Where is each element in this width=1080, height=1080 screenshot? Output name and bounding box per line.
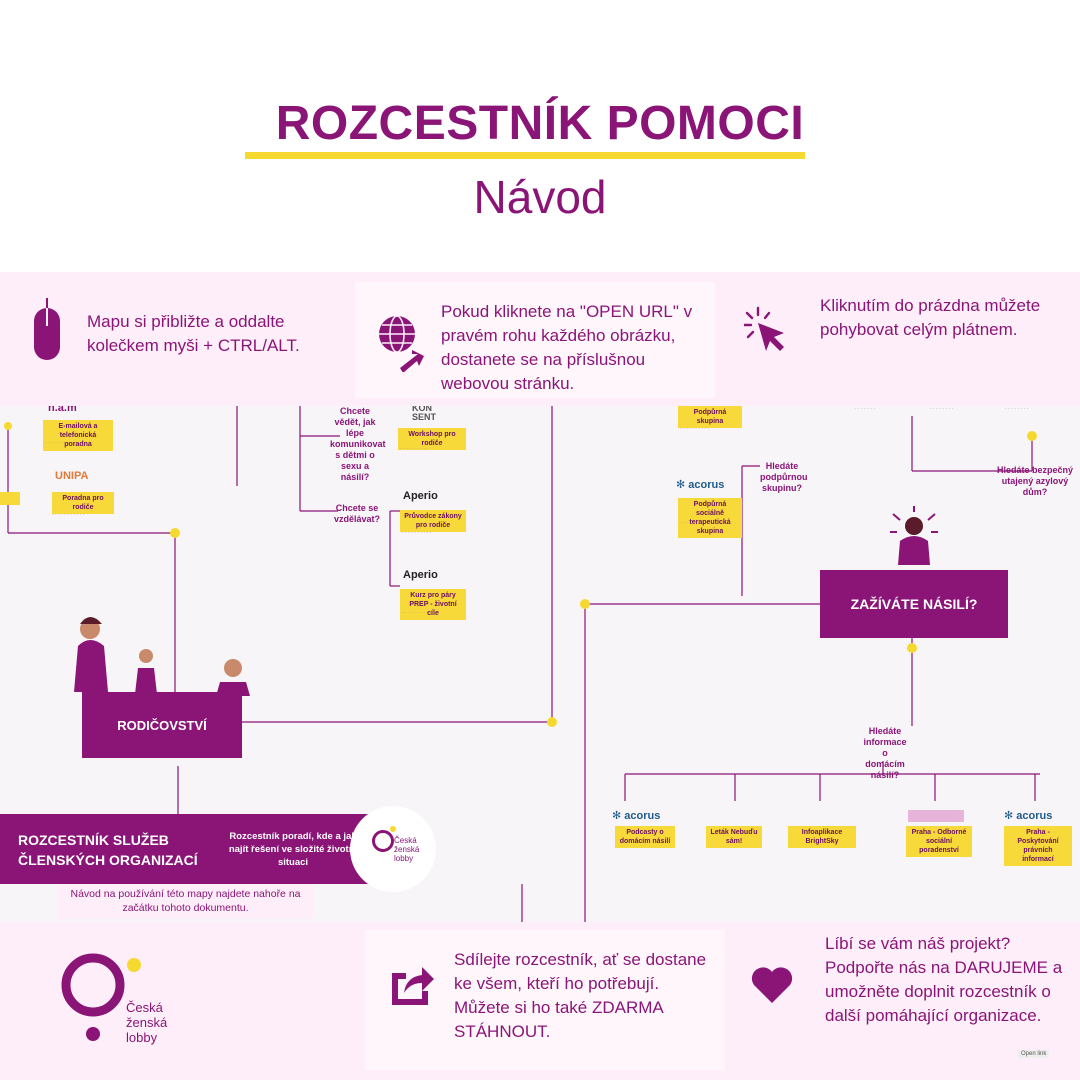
shelter-desc-1: · · · · · · · — [855, 406, 875, 412]
therapy-group-label[interactable]: Podpůrná sociálně terapeutická skupina — [678, 498, 742, 538]
page-title: ROZCESTNÍK POMOCI — [275, 97, 805, 150]
phone-counseling-desc: · · · · · · · · · · · · — [46, 440, 82, 446]
czl-badge-text: Česká ženská lobby — [394, 836, 420, 863]
therapy-group-desc: · · · · · · · · · · — [680, 520, 710, 526]
tip-zoom: Mapu si přibližte a oddalte kolečkem myš… — [87, 312, 300, 355]
shelter-desc-3: · · · · · · · · — [1005, 406, 1029, 412]
violence-node[interactable]: ZAŽÍVÁTE NÁSILÍ? — [820, 570, 1008, 638]
czl-dot — [390, 826, 396, 832]
banner-desc: Rozcestník poradí, kde a jak najít řešen… — [228, 831, 358, 868]
cursor-click-icon — [742, 306, 794, 352]
aperio-logo-2: Aperio — [403, 569, 438, 581]
support-group-label[interactable]: Podpůrná skupina — [678, 406, 742, 428]
czl-logo: Česká ženská lobby — [60, 952, 180, 1046]
workshop-label[interactable]: Workshop pro rodiče — [398, 428, 466, 450]
open-link-button[interactable]: Open link — [1018, 1050, 1050, 1058]
acorus-logo-top: ✻ acorus — [676, 479, 725, 491]
mouse-icon — [32, 298, 62, 362]
guide-desc: · · · · · · · · · · — [402, 530, 432, 536]
page-subtitle: Návod — [473, 171, 607, 223]
services-banner — [0, 814, 368, 884]
heart-icon[interactable] — [750, 965, 794, 1005]
banner-note: Návod na používání této mapy najdete nah… — [58, 884, 313, 919]
shelter-desc-2: · · · · · · · · — [930, 406, 954, 412]
unipa-logo: UNIPA — [55, 470, 89, 482]
phone-counseling-label[interactable]: E-mailová a telefonická poradna — [43, 420, 113, 451]
konsent-logo: KON SENT — [412, 406, 437, 422]
brightsky-label[interactable]: Infoaplikace BrightSky — [788, 826, 856, 848]
letak-label[interactable]: Leták Nebuďu sám! — [706, 826, 762, 848]
map-connectors — [4, 406, 1040, 923]
course-label[interactable]: Kurz pro páry PREP - životní cíle — [400, 589, 466, 620]
praha2-label[interactable]: Praha - Poskytování právních informací — [1004, 826, 1072, 866]
acorus-logo-2: ✻ acorus — [1004, 810, 1053, 822]
donate-text: Líbí se vám náš projekt? Podpořte nás na… — [825, 934, 1063, 1025]
family-counseling-label[interactable]: Poradna pro rodiče — [52, 492, 114, 514]
workshop-desc: · · · · · · · · · · — [400, 446, 430, 452]
question-info: Hledáte informace o domácím násilí? — [863, 726, 907, 780]
tip-open-url: Pokud kliknete na "OPEN URL" v pravém ro… — [441, 302, 693, 393]
violence-illustration — [890, 506, 938, 565]
parents-illustration — [74, 617, 250, 696]
offscreen-label[interactable] — [0, 492, 20, 505]
question-support-group: Hledáte podpůrnou skupinu? — [760, 461, 808, 493]
question-educate: Chcete se vzdělávat? — [334, 503, 381, 524]
praha1-label[interactable]: Praha - Odborné sociální poradenství — [906, 826, 972, 857]
tip-pan: Kliknutím do prázdna můžete pohybovat ce… — [820, 296, 1041, 339]
praha1-logo — [908, 810, 964, 822]
guide-label[interactable]: Průvodce zákony pro rodiče — [400, 510, 466, 532]
question-shelter: Hledáte bezpečný utajený azylový dům? — [996, 465, 1074, 497]
title-underline — [245, 152, 805, 159]
globe-icon — [378, 314, 426, 373]
course-desc: · · · · · · · · · — [402, 610, 429, 616]
nam-logo: n.a.m — [48, 406, 77, 414]
support-group-desc: · · · · · · · · · · — [680, 426, 710, 432]
czl-badge: Česká ženská lobby — [350, 806, 436, 892]
banner-title: ROZCESTNÍK SLUŽEB ČLENSKÝCH ORGANIZACÍ — [18, 832, 198, 868]
tips-band-center — [355, 282, 715, 398]
parenting-node[interactable]: RODIČOVSTVÍ — [82, 692, 242, 758]
podcasty-label[interactable]: Podcasty o domácím násilí — [615, 826, 675, 848]
czl-ring — [372, 830, 394, 852]
family-counseling-desc: · · · · · · · · · · · — [52, 512, 85, 518]
acorus-logo-1: ✻ acorus — [612, 810, 661, 822]
share-icon[interactable] — [388, 963, 436, 1007]
map-canvas[interactable]: n.a.m E-mailová a telefonická poradna · … — [0, 406, 1080, 923]
share-text: Sdílejte rozcestník, ať se dostane ke vš… — [454, 950, 707, 1041]
aperio-logo-1: Aperio — [403, 490, 438, 502]
question-communicate: Chcete vědět, jak lépe komunikovat s dět… — [330, 406, 386, 482]
czl-logo-text: Česká ženská lobby — [126, 1000, 168, 1045]
